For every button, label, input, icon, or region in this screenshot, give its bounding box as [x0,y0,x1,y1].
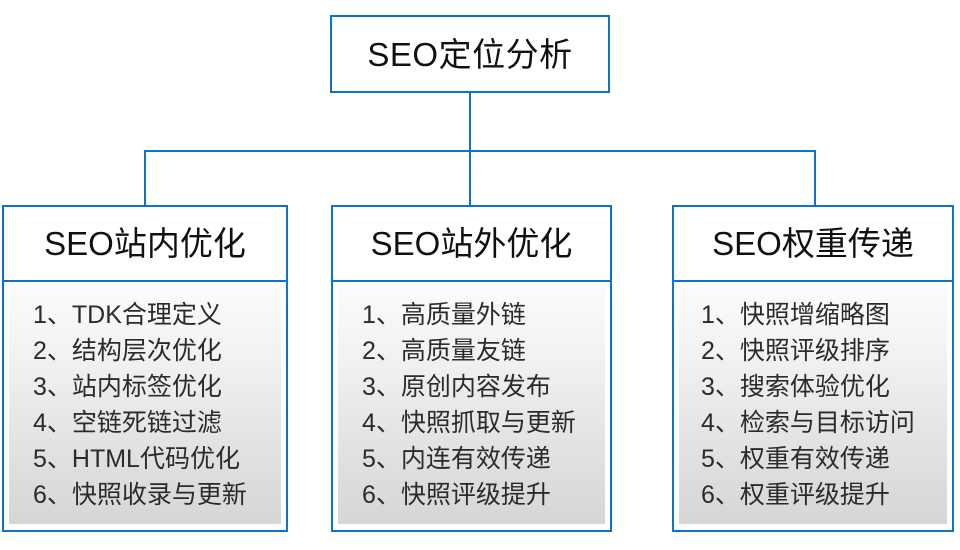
list-item: 6、权重评级提升 [701,481,890,509]
branch-3-body: 1、快照增缩略图 2、快照评级排序 3、搜索体验优化 4、检索与目标访问 5、权… [674,282,952,530]
branch-2-item-list: 1、高质量外链 2、高质量友链 3、原创内容发布 4、快照抓取与更新 5、内连有… [338,297,605,513]
list-item: 3、搜索体验优化 [701,373,890,401]
list-item: 6、快照评级提升 [362,481,551,509]
list-item: 1、高质量外链 [362,301,526,329]
branch-3-item-list: 1、快照增缩略图 2、快照评级排序 3、搜索体验优化 4、检索与目标访问 5、权… [679,297,947,513]
connector-branch-3-vertical [814,150,816,206]
connector-root-vertical [469,93,471,151]
branch-1-header: SEO站内优化 [4,207,286,282]
list-item: 2、高质量友链 [362,337,526,365]
branch-card-weight-transfer[interactable]: SEO权重传递 1、快照增缩略图 2、快照评级排序 3、搜索体验优化 4、检索与… [672,205,954,532]
branch-2-header: SEO站外优化 [333,207,610,282]
list-item: 3、原创内容发布 [362,373,551,401]
branch-1-item-list: 1、TDK合理定义 2、结构层次优化 3、站内标签优化 4、空链死链过滤 5、H… [9,297,281,513]
branch-3-header: SEO权重传递 [674,207,952,282]
list-item: 1、快照增缩略图 [701,301,890,329]
list-item: 4、检索与目标访问 [701,409,915,437]
list-item: 6、快照收录与更新 [33,481,247,509]
connector-branch-1-vertical [144,150,146,206]
list-item: 2、快照评级排序 [701,337,890,365]
root-node-seo-positioning-analysis[interactable]: SEO定位分析 [330,15,610,93]
root-node-label: SEO定位分析 [367,35,573,73]
branch-card-on-site-optimization[interactable]: SEO站内优化 1、TDK合理定义 2、结构层次优化 3、站内标签优化 4、空链… [2,205,288,532]
list-item: 4、空链死链过滤 [33,409,222,437]
list-item: 2、结构层次优化 [33,337,222,365]
branch-card-off-site-optimization[interactable]: SEO站外优化 1、高质量外链 2、高质量友链 3、原创内容发布 4、快照抓取与… [331,205,612,532]
branch-2-body: 1、高质量外链 2、高质量友链 3、原创内容发布 4、快照抓取与更新 5、内连有… [333,282,610,530]
list-item: 3、站内标签优化 [33,373,222,401]
branch-2-title: SEO站外优化 [370,225,573,262]
branch-1-title: SEO站内优化 [44,225,246,262]
connector-horizontal-bus [144,150,816,152]
branch-1-body: 1、TDK合理定义 2、结构层次优化 3、站内标签优化 4、空链死链过滤 5、H… [4,282,286,530]
list-item: 4、快照抓取与更新 [362,409,576,437]
list-item: 5、HTML代码优化 [33,445,240,473]
connector-branch-2-vertical [469,150,471,206]
list-item: 5、权重有效传递 [701,445,890,473]
list-item: 1、TDK合理定义 [33,301,222,329]
list-item: 5、内连有效传递 [362,445,551,473]
branch-3-title: SEO权重传递 [712,225,914,262]
